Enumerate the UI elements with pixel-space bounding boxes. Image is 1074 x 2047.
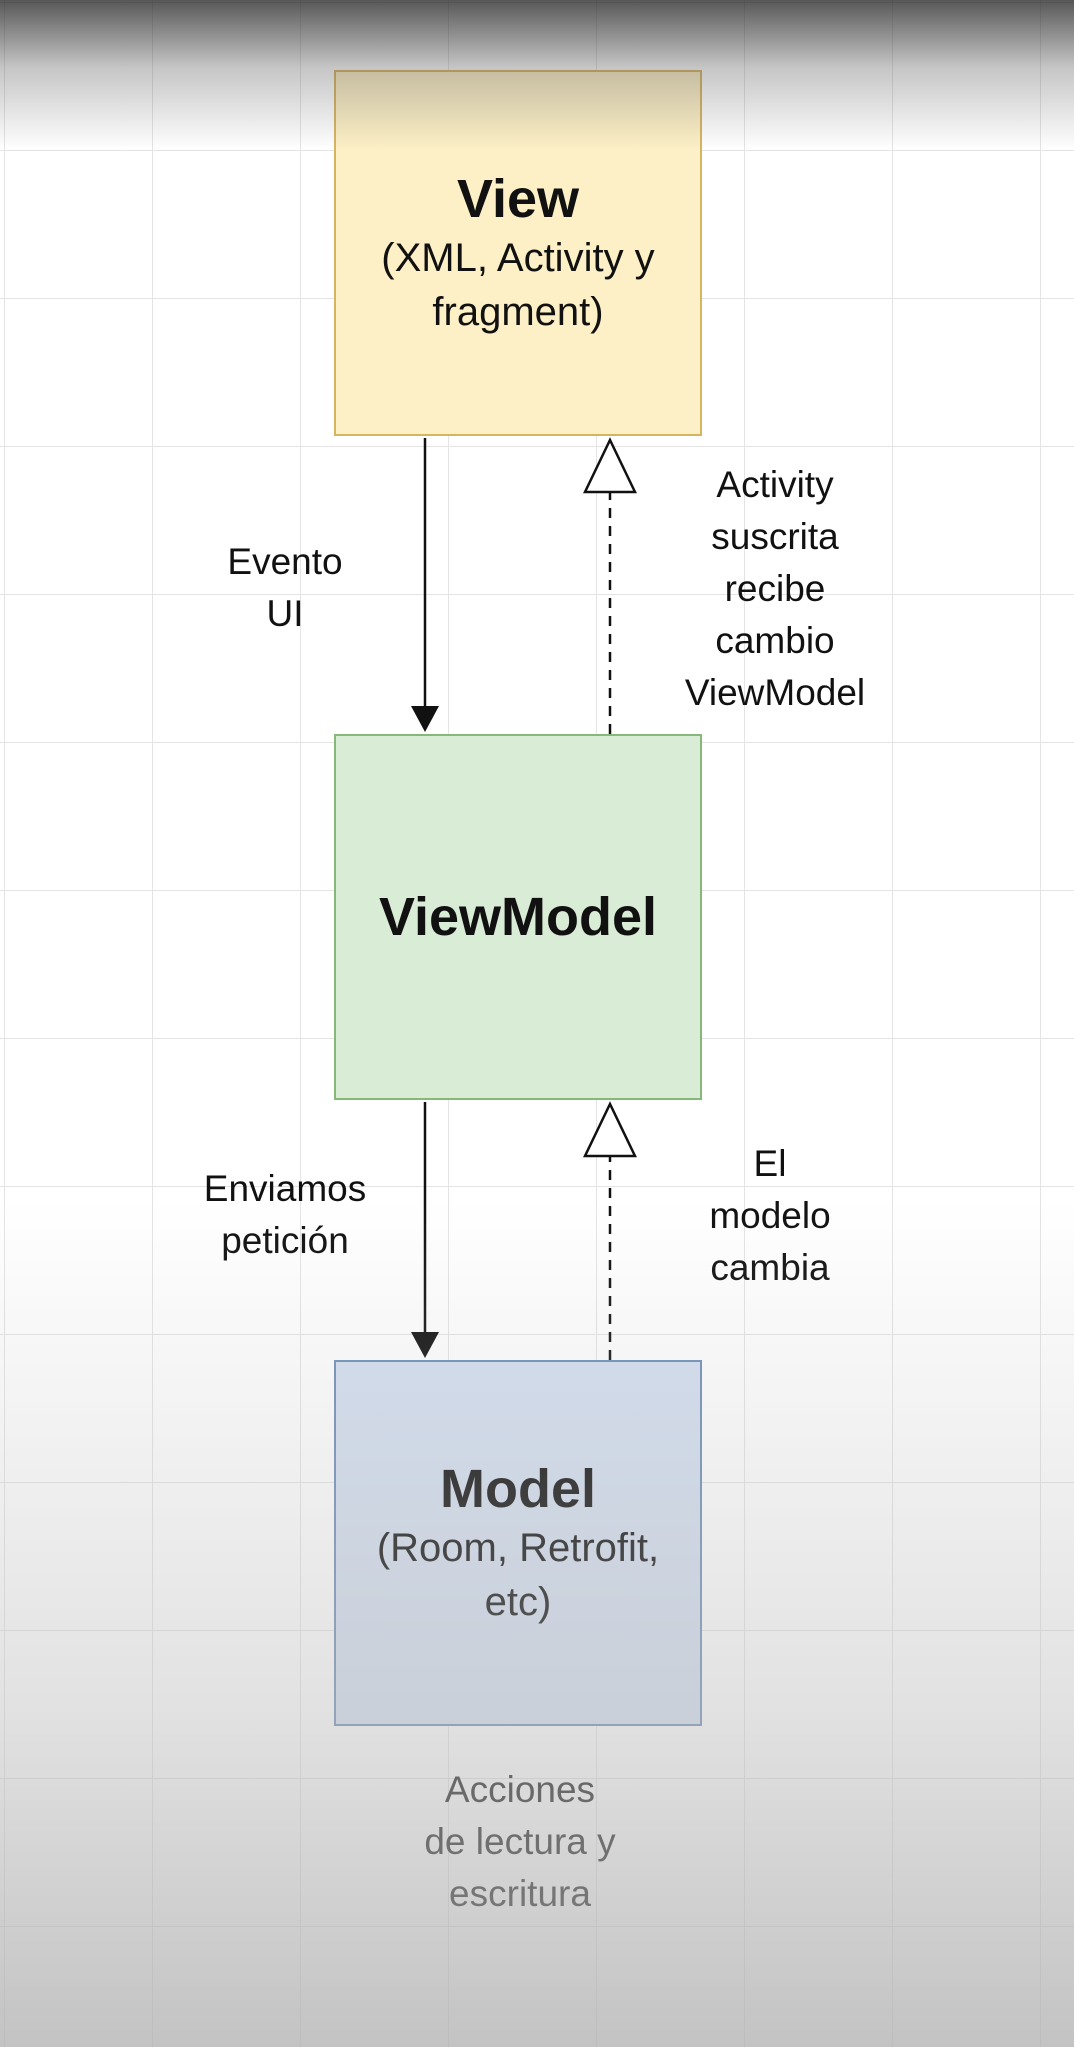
arrowhead-viewmodel-to-model bbox=[411, 1332, 439, 1358]
arrowhead-view-to-viewmodel bbox=[411, 706, 439, 732]
label-el-modelo-cambia: El modelo cambia bbox=[709, 1143, 831, 1288]
view-title: View bbox=[456, 169, 580, 229]
label-enviamos-peticion: Enviamos petición bbox=[203, 1168, 367, 1261]
arrowhead-viewmodel-to-view bbox=[583, 437, 637, 494]
viewmodel-box: ViewModel bbox=[334, 734, 702, 1100]
view-subtitle-line1: (XML, Activity y bbox=[381, 236, 655, 280]
view-subtitle-line2: fragment) bbox=[432, 290, 604, 334]
viewmodel-title: ViewModel bbox=[378, 887, 658, 947]
label-acciones: Acciones de lectura y escritura bbox=[424, 1769, 616, 1914]
label-evento-ui: Evento UI bbox=[227, 541, 343, 634]
arrowhead-model-to-viewmodel bbox=[583, 1101, 637, 1158]
label-activity-suscrita: Activity suscrita recibe cambio ViewMode… bbox=[684, 464, 866, 713]
